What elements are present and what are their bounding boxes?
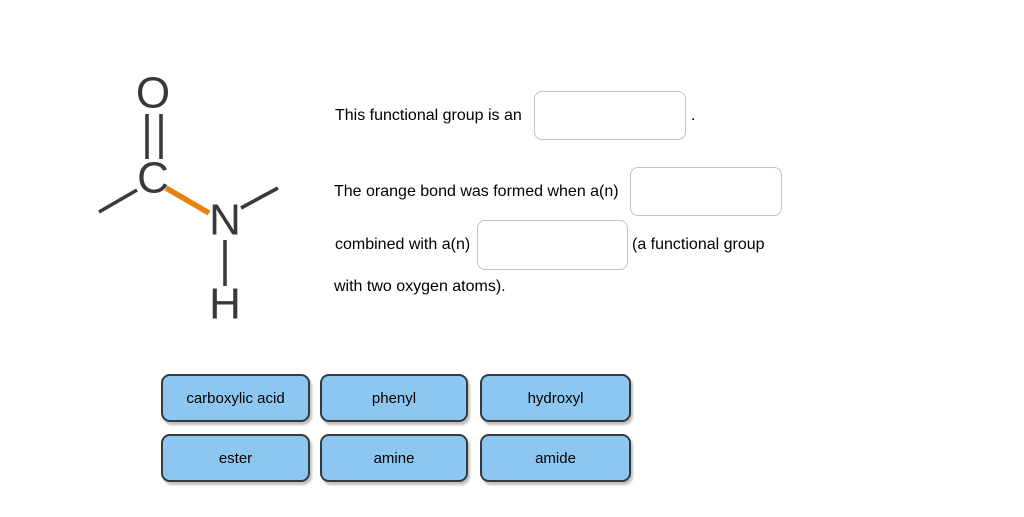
molecule-structure: O C N H <box>98 69 279 329</box>
n-methyl-bond <box>240 186 279 210</box>
question-line1-prefix: This functional group is an <box>335 107 522 124</box>
chip-amine[interactable]: amine <box>320 434 468 482</box>
answer-blank-2[interactable] <box>630 167 782 216</box>
c-methyl-bond <box>98 188 138 214</box>
answer-blank-1[interactable] <box>534 91 686 140</box>
chip-phenyl[interactable]: phenyl <box>320 374 468 422</box>
chip-ester[interactable]: ester <box>161 434 310 482</box>
nitrogen-atom-label: N <box>209 196 241 245</box>
oxygen-atom-label: O <box>136 69 170 118</box>
question-line1-suffix: . <box>691 107 696 124</box>
question-line3-suffix: (a functional group <box>632 236 765 253</box>
orange-c-n-bond <box>164 185 211 216</box>
answer-blank-3[interactable] <box>477 220 628 270</box>
chip-hydroxyl[interactable]: hydroxyl <box>480 374 631 422</box>
chip-carboxylic-acid[interactable]: carboxylic acid <box>161 374 310 422</box>
chip-amide[interactable]: amide <box>480 434 631 482</box>
carbon-atom-label: C <box>137 154 169 203</box>
question-line3-prefix: combined with a(n) <box>335 236 471 253</box>
hydrogen-atom-label: H <box>209 280 241 329</box>
question-line2-text: The orange bond was formed when a(n) <box>334 183 619 200</box>
question-line4-text: with two oxygen atoms). <box>334 278 506 295</box>
